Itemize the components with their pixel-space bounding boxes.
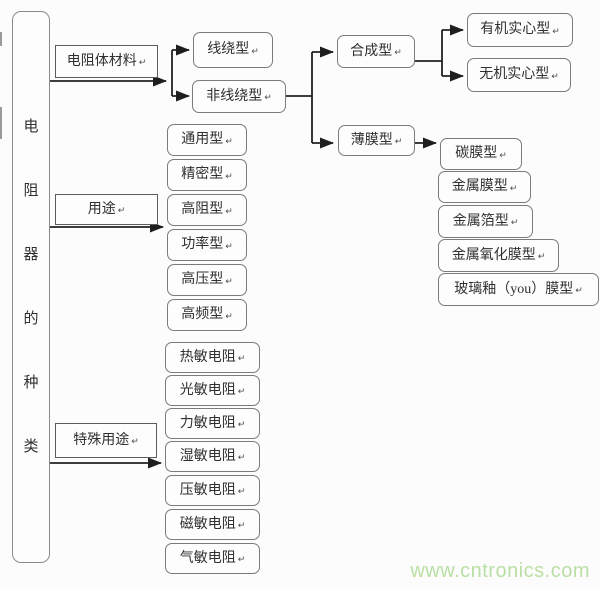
node-label: 金属膜型 xyxy=(451,179,508,194)
node-label: 无机实心型 xyxy=(479,67,550,82)
paragraph-mark: ↵ xyxy=(237,420,246,430)
node-special-type-varistor: 压敏电阻↵ xyxy=(165,475,260,506)
paragraph-mark: ↵ xyxy=(510,218,519,228)
node-label: 有机实心型 xyxy=(480,22,551,37)
paragraph-mark: ↵ xyxy=(138,58,147,68)
node-label: 金属氧化膜型 xyxy=(451,247,536,263)
node-usage-type-high-voltage: 高压型↵ xyxy=(167,264,247,296)
node-label: 高阻型 xyxy=(181,202,224,217)
node-label: 线绕型 xyxy=(207,42,250,57)
node-usage-type-power: 功率型↵ xyxy=(167,229,247,261)
node-special-type-gas-sensitive: 气敏电阻↵ xyxy=(165,543,260,574)
node-composite: 合成型↵ xyxy=(337,35,415,68)
paragraph-mark: ↵ xyxy=(225,171,233,182)
node-special-branch: 特殊用途↵ xyxy=(55,423,157,458)
paragraph-mark: ↵ xyxy=(499,150,507,161)
node-wirewound: 线绕型↵ xyxy=(193,32,273,68)
root-char: 的 xyxy=(23,311,39,327)
paragraph-mark: ↵ xyxy=(225,276,233,287)
paragraph-mark: ↵ xyxy=(117,206,126,216)
node-label: 碳膜型 xyxy=(455,146,498,161)
node-label: 磁敏电阻 xyxy=(179,516,236,532)
paragraph-mark: ↵ xyxy=(394,48,402,58)
paragraph-mark: ↵ xyxy=(237,387,246,397)
node-label: 气敏电阻 xyxy=(179,550,236,566)
node-special-type-force-sensitive: 力敏电阻↵ xyxy=(165,408,260,439)
node-label: 非线绕型 xyxy=(206,88,263,104)
node-label: 金属箔型 xyxy=(452,213,509,229)
node-material-branch: 电阻体材料↵ xyxy=(55,45,158,78)
paragraph-mark: ↵ xyxy=(225,136,233,147)
node-usage-branch: 用途↵ xyxy=(55,194,158,225)
paragraph-mark: ↵ xyxy=(251,46,259,57)
node-label: 特殊用途 xyxy=(73,432,130,448)
node-film-type-metal-foil: 金属箔型↵ xyxy=(438,205,533,238)
node-thin-film: 薄膜型↵ xyxy=(338,125,415,156)
paragraph-mark: ↵ xyxy=(394,137,403,147)
node-special-type-humidity-sensitive: 湿敏电阻↵ xyxy=(165,441,260,472)
watermark-text: www.cntronics.com xyxy=(410,560,590,582)
root-char: 类 xyxy=(23,439,39,455)
node-label: 通用型 xyxy=(181,132,224,147)
paragraph-mark: ↵ xyxy=(237,487,246,497)
node-film-type-metal-film: 金属膜型↵ xyxy=(438,171,531,203)
node-usage-type-precision: 精密型↵ xyxy=(167,159,247,191)
paragraph-mark: ↵ xyxy=(237,354,246,364)
node-label: 光敏电阻 xyxy=(179,382,236,398)
paragraph-mark: ↵ xyxy=(575,286,583,296)
node-special-type-magnetoresistor: 磁敏电阻↵ xyxy=(165,509,260,540)
paragraph-mark: ↵ xyxy=(225,206,233,217)
root-char: 种 xyxy=(23,375,39,391)
paragraph-mark: ↵ xyxy=(237,453,246,463)
paragraph-mark: ↵ xyxy=(537,252,546,262)
root-node-resistor-types: 电 阻 器 的 种 类 xyxy=(12,11,50,563)
paragraph-mark: ↵ xyxy=(237,521,246,531)
node-inorganic-solid: 无机实心型↵ xyxy=(467,58,571,92)
node-label: 精密型 xyxy=(181,167,224,182)
paragraph-mark: ↵ xyxy=(509,183,518,194)
paragraph-mark: ↵ xyxy=(237,555,246,565)
paragraph-mark: ↵ xyxy=(131,437,139,447)
root-char: 器 xyxy=(23,247,39,263)
node-label: 玻璃釉（you）膜型 xyxy=(454,281,574,297)
node-label: 电阻体材料 xyxy=(66,53,137,69)
node-usage-type-high-resistance: 高阻型↵ xyxy=(167,194,247,226)
node-label: 高压型 xyxy=(181,272,224,287)
node-label: 热敏电阻 xyxy=(179,349,236,365)
node-label: 压敏电阻 xyxy=(179,482,236,498)
node-label: 合成型 xyxy=(350,43,393,59)
node-label: 用途 xyxy=(87,201,116,217)
node-label: 薄膜型 xyxy=(350,132,393,148)
node-usage-type-general: 通用型↵ xyxy=(167,124,247,156)
node-film-type-carbon: 碳膜型↵ xyxy=(440,138,522,170)
node-label: 湿敏电阻 xyxy=(179,448,236,464)
root-char: 阻 xyxy=(23,183,39,199)
paragraph-mark: ↵ xyxy=(264,93,272,103)
paragraph-mark: ↵ xyxy=(225,241,233,252)
root-char: 电 xyxy=(23,119,39,135)
node-organic-solid: 有机实心型↵ xyxy=(467,13,573,47)
node-film-type-metal-oxide: 金属氧化膜型↵ xyxy=(438,239,559,272)
node-film-type-glass-glaze: 玻璃釉（you）膜型↵ xyxy=(438,273,599,306)
node-label: 功率型 xyxy=(181,237,224,252)
node-label: 高频型 xyxy=(181,307,224,322)
paragraph-mark: ↵ xyxy=(225,311,233,322)
paragraph-mark: ↵ xyxy=(551,71,559,82)
paragraph-mark: ↵ xyxy=(552,26,560,37)
node-label: 力敏电阻 xyxy=(179,415,236,431)
node-usage-type-high-frequency: 高频型↵ xyxy=(167,299,247,331)
node-non-wirewound: 非线绕型↵ xyxy=(192,80,286,113)
node-special-type-thermistor: 热敏电阻↵ xyxy=(165,342,260,373)
node-special-type-photoresistor: 光敏电阻↵ xyxy=(165,375,260,406)
